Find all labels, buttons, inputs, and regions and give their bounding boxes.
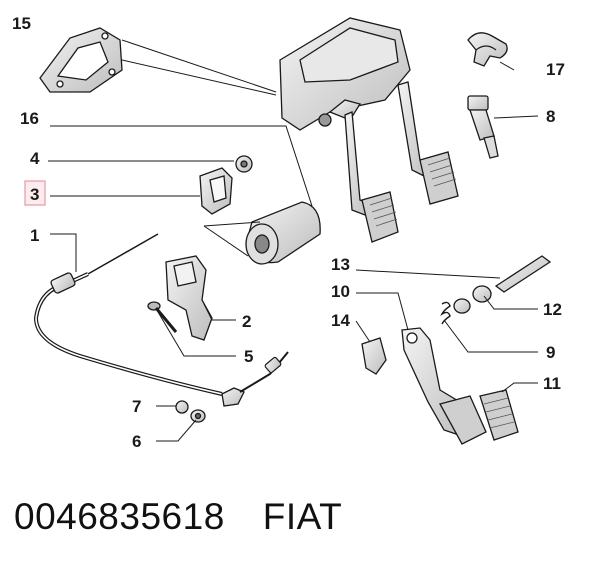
callout-10: 10 [331,282,350,301]
part-8-switch [467,95,499,159]
callout-3: 3 [30,185,39,204]
callout-15: 15 [12,14,31,33]
part-6-washer [190,409,206,423]
part-1-cable [33,233,289,407]
callout-6: 6 [132,432,141,451]
callout-9: 9 [546,343,555,362]
callout-1: 1 [30,226,39,245]
part-17-clip [467,32,508,67]
pedal-box-assembly [279,17,459,243]
callout-11: 11 [543,374,561,393]
callout-16: 16 [20,109,39,128]
part-9-spring [440,301,451,325]
part-10-pedal [401,327,487,445]
leader-lines [48,39,539,442]
part-14-clip [361,337,387,375]
part-7-nut [175,400,189,414]
callout-17: 17 [546,60,565,79]
part-5-bolt [147,301,178,333]
callout-2: 2 [242,312,251,331]
callout-13: 13 [331,255,350,274]
brand-name: FIAT [262,496,343,537]
part-3-bushing [199,167,233,215]
callout-8: 8 [546,107,555,126]
callout-14: 14 [331,311,350,330]
callout-3-highlight [24,180,46,206]
callout-12: 12 [543,300,562,319]
footer-caption: 0046835618 FIAT [14,492,342,542]
part-15-gasket [39,27,123,93]
callout-4: 4 [30,149,40,168]
parts-diagram: 15 17 8 16 4 3 1 13 10 12 2 14 9 5 11 7 … [12,14,565,451]
part-2-bracket [165,255,213,341]
part-16-spacer [245,201,321,265]
part-13-pin [494,255,552,293]
callout-7: 7 [132,397,141,416]
part-11-pedal-pad [479,389,519,441]
part-12-bushing [453,285,492,314]
part-4-nut [235,155,253,173]
part-number: 0046835618 [14,496,225,537]
callout-5: 5 [244,347,253,366]
